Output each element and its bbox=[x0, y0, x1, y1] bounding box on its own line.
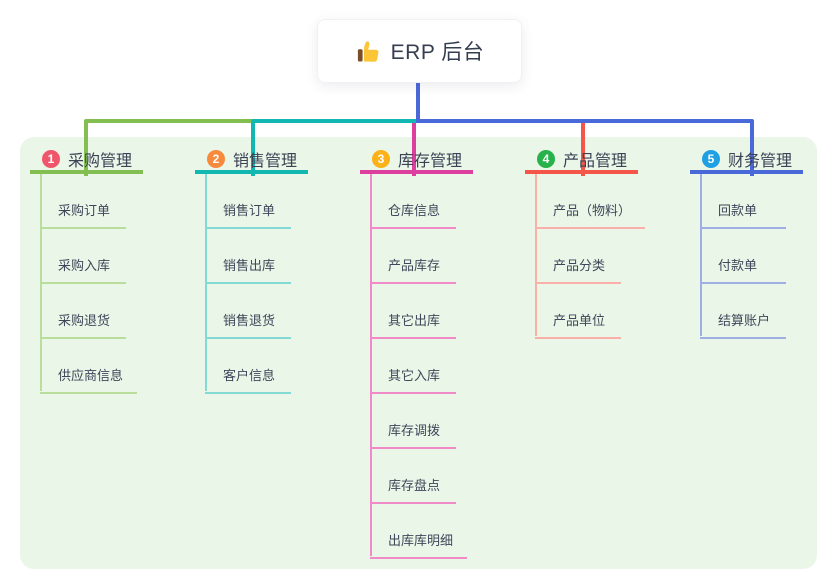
child-label: 销售出库 bbox=[223, 258, 276, 273]
child-label: 出库库明细 bbox=[388, 533, 454, 548]
child-label: 其它入库 bbox=[388, 368, 441, 383]
child-label: 产品（物料） bbox=[553, 203, 632, 218]
child-node[interactable]: 产品单位 bbox=[535, 284, 621, 339]
branch-5: 5 财务管理回款单付款单结算账户 bbox=[690, 148, 839, 339]
branch-2: 2 销售管理销售订单销售出库销售退货客户信息 bbox=[195, 148, 355, 394]
child-node[interactable]: 产品分类 bbox=[535, 229, 621, 284]
child-node[interactable]: 采购入库 bbox=[40, 229, 126, 284]
branch-trunk-line bbox=[40, 174, 42, 391]
child-label: 其它出库 bbox=[388, 313, 441, 328]
branch-trunk-line bbox=[535, 174, 537, 336]
branch-4: 4 产品管理产品（物料） 产品分类产品单位 bbox=[525, 148, 685, 339]
child-label: 库存盘点 bbox=[388, 478, 441, 493]
branch-trunk-line bbox=[370, 174, 372, 556]
child-node[interactable]: 出库库明细 bbox=[370, 504, 468, 559]
child-node[interactable]: 采购订单 bbox=[40, 174, 126, 229]
child-label: 付款单 bbox=[718, 258, 758, 273]
child-node[interactable]: 供应商信息 bbox=[40, 339, 138, 394]
child-label: 客户信息 bbox=[223, 368, 276, 383]
child-node[interactable]: 采购退货 bbox=[40, 284, 126, 339]
thumbs-up-icon bbox=[357, 41, 379, 62]
child-label: 结算账户 bbox=[718, 313, 771, 328]
branch-number-badge: 3 bbox=[372, 150, 390, 168]
root-title: ERP 后台 bbox=[390, 41, 485, 64]
branch-children: 采购订单采购入库采购退货供应商信息 bbox=[40, 174, 190, 394]
branch-number-badge: 5 bbox=[702, 150, 720, 168]
child-node[interactable]: 销售出库 bbox=[205, 229, 291, 284]
child-label: 采购入库 bbox=[58, 258, 111, 273]
branch-label: 销售管理 bbox=[233, 153, 298, 170]
root-node[interactable]: ERP 后台 bbox=[317, 19, 522, 83]
branch-label: 财务管理 bbox=[728, 153, 793, 170]
branch-children: 仓库信息产品库存其它出库其它入库库存调拨库存盘点出库库明细 bbox=[370, 174, 520, 559]
child-label: 产品单位 bbox=[553, 313, 606, 328]
branch-trunk-line bbox=[205, 174, 207, 391]
branch-number-badge: 4 bbox=[537, 150, 555, 168]
child-node[interactable]: 仓库信息 bbox=[370, 174, 456, 229]
child-label: 仓库信息 bbox=[388, 203, 441, 218]
branch-children: 产品（物料） 产品分类产品单位 bbox=[535, 174, 685, 339]
branch-label: 产品管理 bbox=[563, 153, 628, 170]
child-label: 产品分类 bbox=[553, 258, 606, 273]
branch-3: 3 库存管理仓库信息产品库存其它出库其它入库库存调拨库存盘点出库库明细 bbox=[360, 148, 520, 559]
child-node[interactable]: 其它入库 bbox=[370, 339, 456, 394]
child-label: 销售订单 bbox=[223, 203, 276, 218]
child-node[interactable]: 销售退货 bbox=[205, 284, 291, 339]
child-node[interactable]: 付款单 bbox=[700, 229, 786, 284]
child-node[interactable]: 库存调拨 bbox=[370, 394, 456, 449]
child-label: 销售退货 bbox=[223, 313, 276, 328]
child-label: 采购订单 bbox=[58, 203, 111, 218]
branch-number-badge: 2 bbox=[207, 150, 225, 168]
child-label: 供应商信息 bbox=[58, 368, 124, 383]
branch-label: 采购管理 bbox=[68, 153, 133, 170]
child-label: 库存调拨 bbox=[388, 423, 441, 438]
branch-header-2[interactable]: 2 销售管理 bbox=[195, 148, 308, 174]
branches-panel bbox=[20, 137, 817, 569]
child-node[interactable]: 产品（物料） bbox=[535, 174, 646, 229]
branch-label: 库存管理 bbox=[398, 153, 463, 170]
child-node[interactable]: 库存盘点 bbox=[370, 449, 456, 504]
branch-1: 1 采购管理采购订单采购入库采购退货供应商信息 bbox=[30, 148, 190, 394]
child-label: 回款单 bbox=[718, 203, 758, 218]
child-node[interactable]: 客户信息 bbox=[205, 339, 291, 394]
branch-children: 销售订单销售出库销售退货客户信息 bbox=[205, 174, 355, 394]
child-node[interactable]: 回款单 bbox=[700, 174, 786, 229]
child-label: 产品库存 bbox=[388, 258, 441, 273]
branch-header-4[interactable]: 4 产品管理 bbox=[525, 148, 638, 174]
child-node[interactable]: 结算账户 bbox=[700, 284, 786, 339]
child-label: 采购退货 bbox=[58, 313, 111, 328]
branch-trunk-line bbox=[700, 174, 702, 336]
child-node[interactable]: 销售订单 bbox=[205, 174, 291, 229]
child-node[interactable]: 其它出库 bbox=[370, 284, 456, 339]
branch-header-3[interactable]: 3 库存管理 bbox=[360, 148, 473, 174]
branch-number-badge: 1 bbox=[42, 150, 60, 168]
branch-header-5[interactable]: 5 财务管理 bbox=[690, 148, 803, 174]
child-node[interactable]: 产品库存 bbox=[370, 229, 456, 284]
branch-header-1[interactable]: 1 采购管理 bbox=[30, 148, 143, 174]
branch-children: 回款单付款单结算账户 bbox=[700, 174, 839, 339]
